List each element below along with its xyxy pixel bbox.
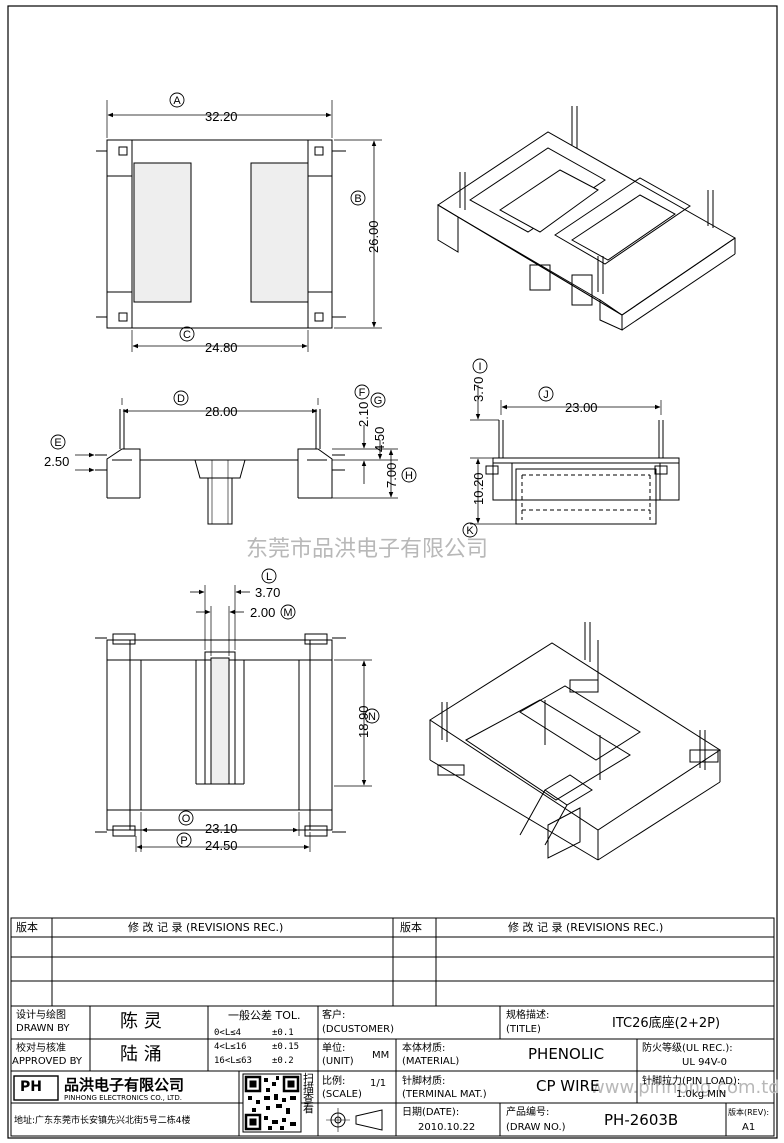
watermark-url: www.pinhong.com.td xyxy=(590,1077,780,1098)
dim-g-value: 4.50 xyxy=(372,427,387,452)
dim-e-letter: E xyxy=(54,437,61,449)
dim-p-value: 24.50 xyxy=(205,838,238,853)
title-block-grid xyxy=(10,917,775,1137)
dim-f-value: 2.10 xyxy=(356,402,371,427)
dim-l-letter: L xyxy=(266,571,272,583)
dim-p-letter: P xyxy=(180,835,187,847)
dim-b-letter: B xyxy=(354,193,361,205)
dim-h-value: 7.00 xyxy=(384,463,399,488)
projection-symbol xyxy=(326,1108,383,1132)
top-view xyxy=(96,139,346,329)
dim-n-letter: N xyxy=(368,711,376,723)
svg-text:描: 描 xyxy=(303,1081,314,1095)
dim-i-letter: I xyxy=(478,361,481,373)
front-view xyxy=(95,409,345,525)
dim-k-letter: K xyxy=(466,525,474,537)
dim-h-letter: H xyxy=(405,470,413,482)
bottom-view xyxy=(95,633,346,837)
side-view xyxy=(485,420,680,525)
dim-k-value: 10.20 xyxy=(471,472,486,505)
svg-text:看: 看 xyxy=(303,1101,314,1115)
dim-j-value: 23.00 xyxy=(565,400,598,415)
dim-b-value: 26.00 xyxy=(366,220,381,253)
qr-code: 扫 描 查 看 xyxy=(242,1072,314,1133)
dim-d-value: 28.00 xyxy=(205,404,238,419)
dim-f-letter: F xyxy=(359,387,366,399)
dim-j-letter: J xyxy=(543,389,549,401)
dim-e-value: 2.50 xyxy=(44,454,69,469)
svg-text:查: 查 xyxy=(303,1091,314,1105)
dim-c-letter: C xyxy=(183,329,191,341)
dim-c-value: 24.80 xyxy=(205,340,238,355)
dim-a-value: 32.20 xyxy=(205,109,238,124)
dim-m-letter: M xyxy=(283,607,292,619)
dim-o-letter: O xyxy=(182,813,191,825)
isometric-view-bottom xyxy=(429,622,721,861)
isometric-view-top xyxy=(437,106,736,331)
dim-m-value: 2.00 xyxy=(250,605,275,620)
dim-a-letter: A xyxy=(173,95,181,107)
svg-text:扫: 扫 xyxy=(303,1072,314,1085)
dim-n-value: 18.90 xyxy=(356,705,371,738)
dim-d-letter: D xyxy=(177,393,185,405)
dim-g-letter: G xyxy=(374,395,383,407)
dim-l-value: 3.70 xyxy=(255,585,280,600)
watermark-company: 东莞市品洪电子有限公司 xyxy=(246,537,488,562)
dim-o-value: 23.10 xyxy=(205,821,238,836)
dim-i-value: 3.70 xyxy=(471,377,486,402)
